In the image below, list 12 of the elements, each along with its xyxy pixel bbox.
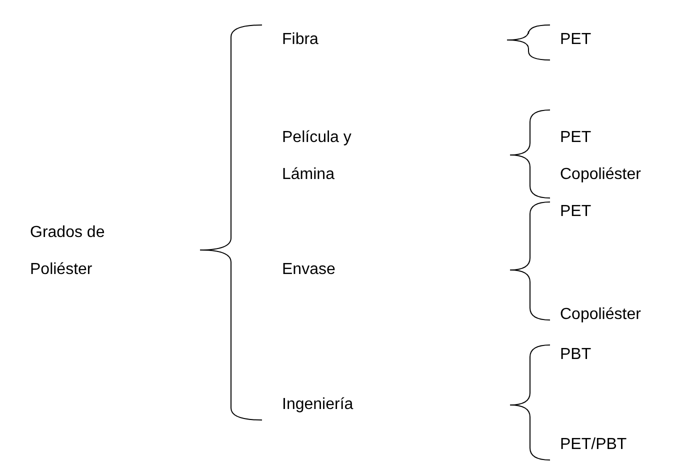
label-text: PET/PBT [560,435,627,455]
label-text: PET [560,202,592,222]
label-text: Copoliéster [560,305,641,325]
label-text: Grados de Poliéster [30,223,106,280]
label-text: Película y Lámina [282,128,352,185]
label-text: Ingeniería [282,395,354,415]
label-text: Fibra [282,30,318,50]
label-text: PET [560,30,592,50]
label-text: PBT [560,345,592,365]
label-text: PET [560,128,592,148]
label-text: Envase [282,260,336,280]
label-text: Copoliéster [560,165,641,185]
